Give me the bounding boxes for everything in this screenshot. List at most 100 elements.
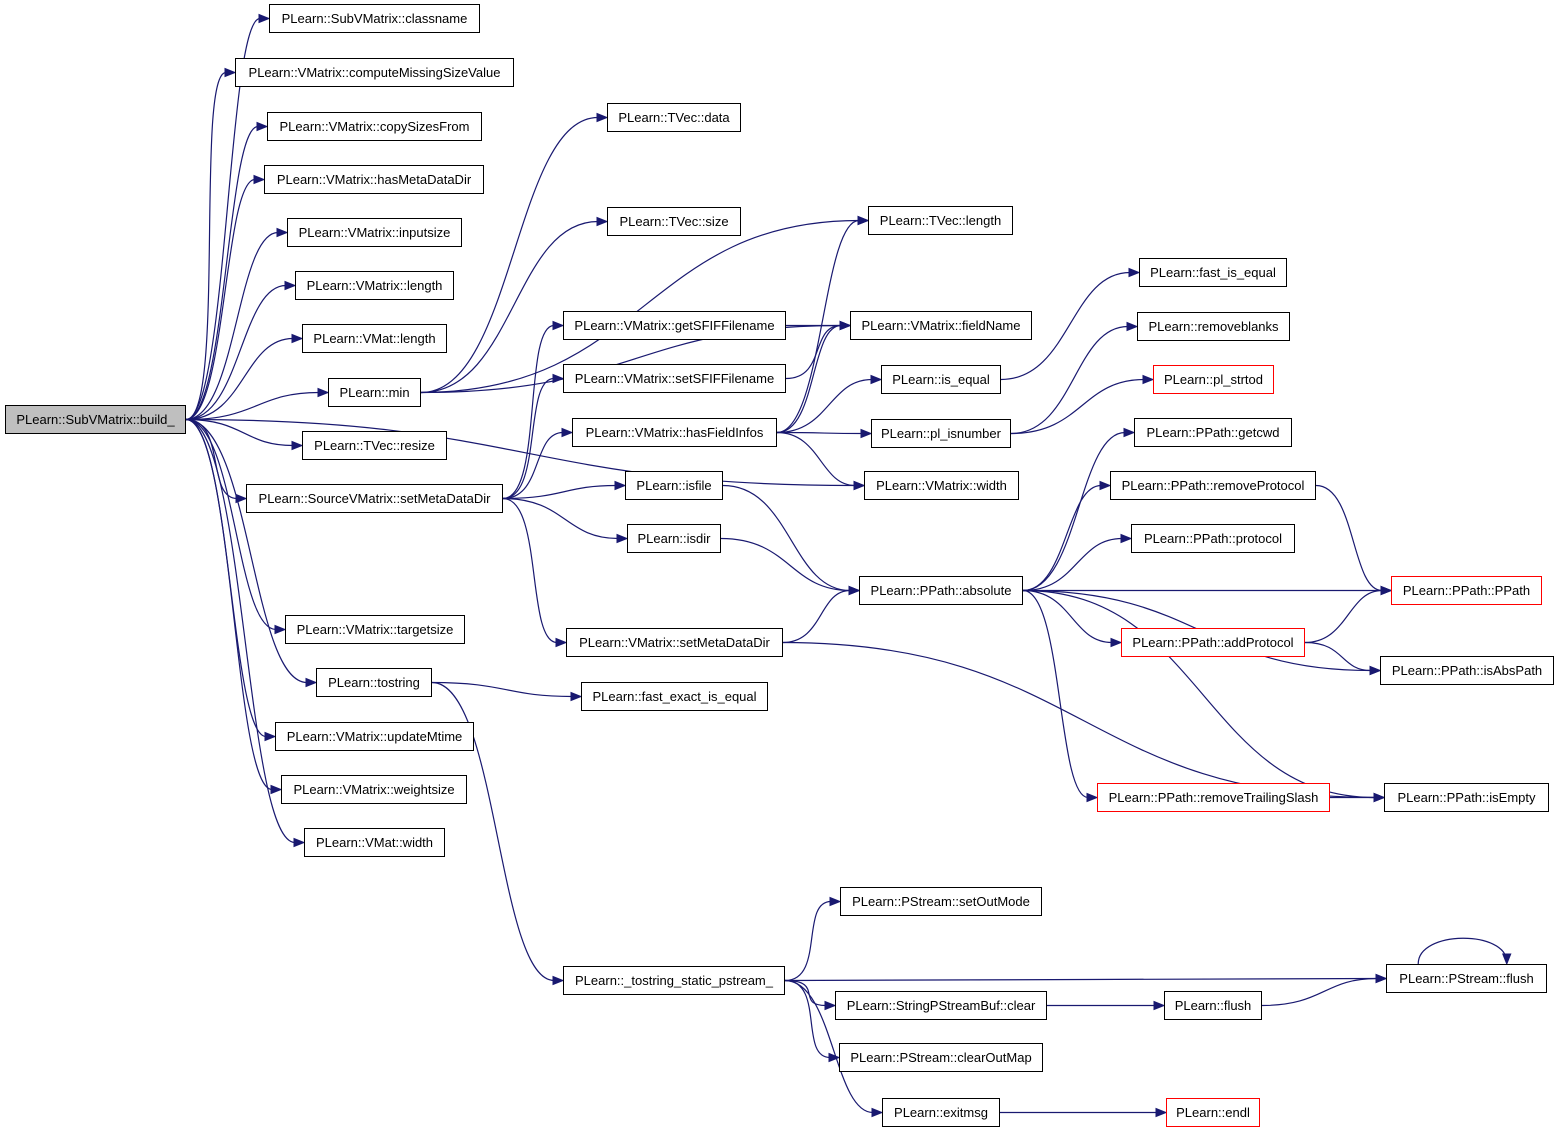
node-pp-isabspath[interactable]: PLearn::PPath::isAbsPath: [1380, 656, 1554, 685]
edge-arrowhead: [614, 480, 627, 491]
node-endl[interactable]: PLearn::endl: [1166, 1098, 1260, 1127]
node-vm-fieldname[interactable]: PLearn::VMatrix::fieldName: [850, 311, 1032, 340]
node-vm-setmetadatadir[interactable]: PLearn::VMatrix::setMetaDataDir: [566, 628, 783, 657]
node-fast-exact-is-equal[interactable]: PLearn::fast_exact_is_equal: [581, 682, 768, 711]
edge-svm_setMetaDataDir-to-vm_hasFieldInfos: [502, 431, 564, 500]
edge-tostring_static_pstream-to-spsb_clear: [784, 979, 827, 1007]
edge-arrowhead: [1123, 427, 1136, 438]
node-is-equal[interactable]: PLearn::is_equal: [881, 365, 1001, 394]
edge-arrowhead: [258, 13, 271, 24]
edge-arrowhead: [291, 440, 304, 451]
edge-is_equal-to-fast_is_equal: [1000, 271, 1131, 381]
node-vm-computemissingsizevalue[interactable]: PLearn::VMatrix::computeMissingSizeValue: [235, 58, 514, 87]
edge-svm_setMetaDataDir-to-vm_getSFIFFilename: [502, 324, 555, 500]
edge-svm_setMetaDataDir-to-vm_setMetaDataDir: [502, 497, 558, 644]
node-vm-targetsize[interactable]: PLearn::VMatrix::targetsize: [285, 615, 465, 644]
node-isdir[interactable]: PLearn::isdir: [627, 524, 721, 553]
edge-arrowhead: [848, 585, 861, 596]
node-subvm-classname[interactable]: PLearn::SubVMatrix::classname: [269, 4, 480, 33]
edge-root-to-vm_width: [185, 418, 856, 487]
edge-min-to-tvec_length: [420, 219, 860, 394]
edge-min-to-tvec_data: [420, 116, 599, 394]
edge-arrowhead: [555, 637, 568, 648]
edge-root-to-min: [185, 391, 320, 421]
edge-root-to-tvec_resize: [185, 418, 294, 447]
node-tostring-static-pstream[interactable]: PLearn::_tostring_static_pstream_: [563, 966, 785, 995]
edge-ps_flush-to-ps_flush: [1417, 937, 1508, 965]
node-ps-clearoutmap[interactable]: PLearn::PStream::clearOutMap: [839, 1043, 1043, 1072]
node-vm-getsfiffilename[interactable]: PLearn::VMatrix::getSFIFFilename: [563, 311, 786, 340]
node-vm-setsfiffilename[interactable]: PLearn::VMatrix::setSFIFFilename: [563, 364, 786, 393]
node-isfile[interactable]: PLearn::isfile: [625, 471, 723, 500]
edge-tostring_static_pstream-to-exitmsg: [784, 979, 874, 1114]
edge-vm_hasFieldInfos-to-is_equal: [776, 378, 873, 434]
node-vm-hasfieldinfos[interactable]: PLearn::VMatrix::hasFieldInfos: [572, 418, 777, 447]
node-vm-width[interactable]: PLearn::VMatrix::width: [864, 471, 1019, 500]
node-ps-flush[interactable]: PLearn::PStream::flush: [1386, 964, 1547, 993]
node-vm-length[interactable]: PLearn::VMatrix::length: [295, 271, 454, 300]
node-tvec-length[interactable]: PLearn::TVec::length: [868, 206, 1013, 235]
edge-pp_removeProtocol-to-pp_PPath: [1315, 484, 1383, 592]
edge-svm_setMetaDataDir-to-vm_setSFIFFilename: [502, 377, 555, 500]
node-spsb-clear[interactable]: PLearn::StringPStreamBuf::clear: [835, 991, 1047, 1020]
edge-arrowhead: [284, 280, 297, 291]
edge-arrowhead: [305, 677, 318, 688]
node-pp-removetrailingslash[interactable]: PLearn::PPath::removeTrailingSlash: [1097, 783, 1330, 812]
edge-svm_setMetaDataDir-to-isdir: [502, 497, 619, 540]
edge-pp_absolute-to-pp_removeTrailingSlash: [1022, 589, 1089, 799]
edge-pp_absolute-to-pp_addProtocol: [1022, 589, 1113, 644]
node-pp-isempty[interactable]: PLearn::PPath::isEmpty: [1384, 783, 1549, 812]
edge-arrowhead: [1142, 374, 1155, 385]
edge-arrowhead: [276, 227, 289, 238]
node-vm-copysizesfrom[interactable]: PLearn::VMatrix::copySizesFrom: [267, 112, 482, 141]
edge-pp_addProtocol-to-pp_PPath: [1304, 589, 1383, 644]
node-ps-setoutmode[interactable]: PLearn::PStream::setOutMode: [840, 887, 1042, 916]
edge-pl_isnumber-to-removeblanks: [1010, 325, 1129, 435]
edge-arrowhead: [256, 121, 269, 132]
edge-vm_hasFieldInfos-to-tvec_length: [776, 219, 860, 434]
edge-root-to-subvm_classname: [185, 17, 261, 421]
node-flush[interactable]: PLearn::flush: [1164, 991, 1262, 1020]
edge-arrowhead: [570, 691, 583, 702]
node-tvec-data[interactable]: PLearn::TVec::data: [607, 103, 741, 132]
node-pp-getcwd[interactable]: PLearn::PPath::getcwd: [1134, 418, 1292, 447]
node-pp-absolute[interactable]: PLearn::PPath::absolute: [859, 576, 1023, 605]
node-root[interactable]: PLearn::SubVMatrix::build_: [5, 405, 186, 434]
node-min[interactable]: PLearn::min: [328, 378, 421, 407]
edge-arrowhead: [853, 480, 866, 491]
edge-root-to-vm_copySizesFrom: [185, 125, 259, 421]
node-pp-addprotocol[interactable]: PLearn::PPath::addProtocol: [1121, 628, 1305, 657]
node-pp-ppath[interactable]: PLearn::PPath::PPath: [1391, 576, 1542, 605]
edge-min-to-tvec_size: [420, 220, 599, 394]
edge-vm_setMetaDataDir-to-pp_absolute: [782, 589, 851, 644]
node-exitmsg[interactable]: PLearn::exitmsg: [882, 1098, 1000, 1127]
node-tvec-resize[interactable]: PLearn::TVec::resize: [302, 431, 447, 460]
node-pp-protocol[interactable]: PLearn::PPath::protocol: [1131, 524, 1295, 553]
node-tvec-size[interactable]: PLearn::TVec::size: [607, 207, 741, 236]
edge-arrowhead: [1373, 792, 1386, 803]
node-vm-updatemtime[interactable]: PLearn::VMatrix::updateMtime: [275, 722, 474, 751]
node-svm-setmetadatadir[interactable]: PLearn::SourceVMatrix::setMetaDataDir: [246, 484, 503, 513]
edge-arrowhead: [317, 387, 330, 398]
edge-arrowhead: [1375, 973, 1388, 984]
node-fast-is-equal[interactable]: PLearn::fast_is_equal: [1139, 258, 1287, 287]
edge-arrowhead: [1153, 1000, 1166, 1011]
edge-arrowhead: [596, 112, 609, 123]
edge-vm_hasFieldInfos-to-vm_fieldName: [776, 324, 842, 434]
node-vmat-length[interactable]: PLearn::VMat::length: [302, 324, 447, 353]
node-vm-inputsize[interactable]: PLearn::VMatrix::inputsize: [287, 218, 462, 247]
node-tostring[interactable]: PLearn::tostring: [316, 668, 432, 697]
edge-arrowhead: [857, 215, 870, 226]
edge-arrowhead: [264, 731, 277, 742]
node-pp-removeprotocol[interactable]: PLearn::PPath::removeProtocol: [1110, 471, 1316, 500]
node-pl-isnumber[interactable]: PLearn::pl_isnumber: [871, 419, 1011, 448]
node-removeblanks[interactable]: PLearn::removeblanks: [1137, 312, 1290, 341]
node-vm-hasmetadatadir[interactable]: PLearn::VMatrix::hasMetaDataDir: [264, 165, 484, 194]
node-vmat-width[interactable]: PLearn::VMat::width: [304, 828, 445, 857]
edge-pp_addProtocol-to-pp_isAbsPath: [1304, 641, 1372, 672]
node-vm-weightsize[interactable]: PLearn::VMatrix::weightsize: [281, 775, 467, 804]
edge-root-to-vm_inputsize: [185, 231, 279, 421]
node-pl-strtod[interactable]: PLearn::pl_strtod: [1153, 365, 1274, 394]
edge-arrowhead: [291, 333, 304, 344]
